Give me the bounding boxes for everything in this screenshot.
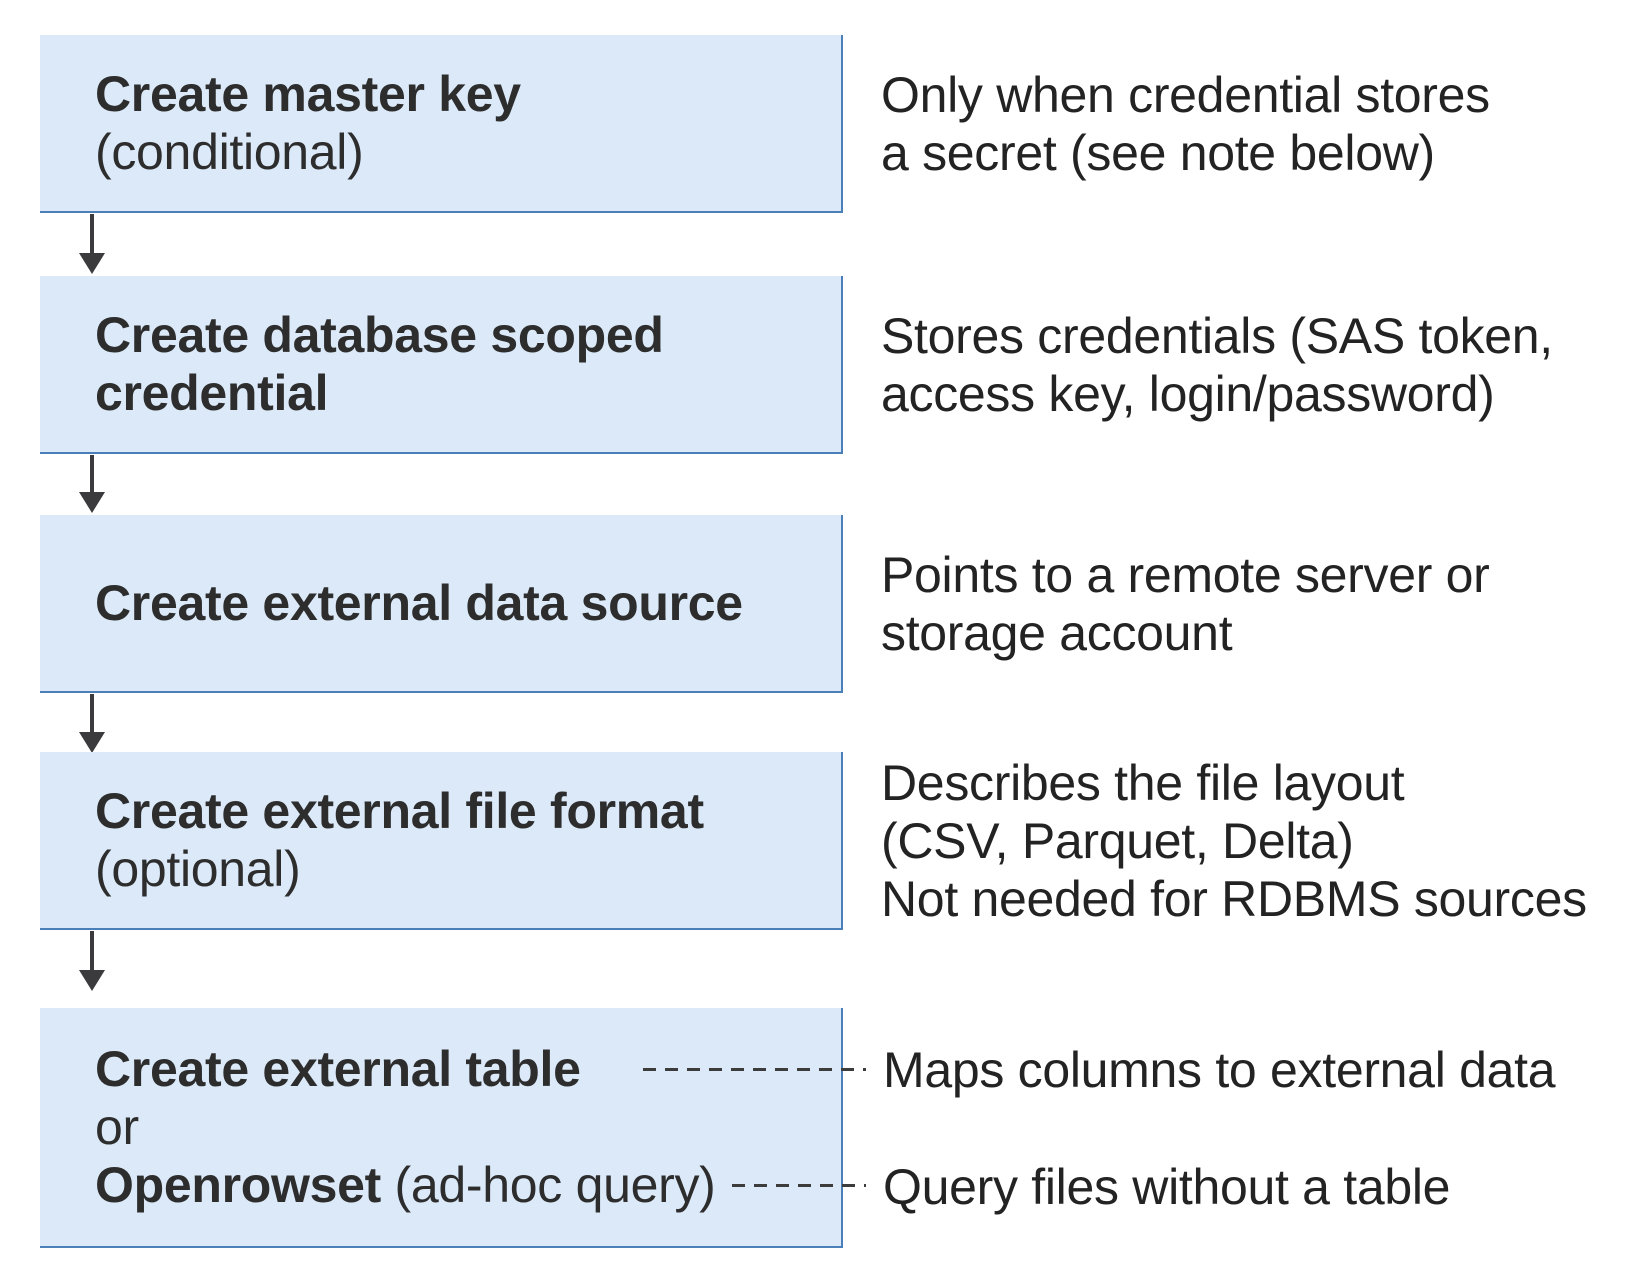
note-master-key: Only when credential stores a secret (se… xyxy=(881,35,1631,213)
note-scoped-credential: Stores credentials (SAS token, access ke… xyxy=(881,276,1631,454)
note-line: Describes the file layout xyxy=(881,755,1405,811)
box-title: Create external table xyxy=(95,1041,581,1097)
box-title: Create master key xyxy=(95,66,521,122)
note-line: Stores credentials (SAS token, xyxy=(881,308,1553,364)
flow-arrow-line xyxy=(90,694,94,733)
flow-box-create-database-scoped-credential: Create database scoped credential xyxy=(40,276,843,454)
box-title: Create database scoped xyxy=(95,307,664,363)
note-line: Only when credential stores xyxy=(881,67,1490,123)
note-data-source: Points to a remote server or storage acc… xyxy=(881,515,1631,693)
note-line: access key, login/password) xyxy=(881,366,1495,422)
note-line: Not needed for RDBMS sources xyxy=(881,871,1587,927)
box-title-line2: credential xyxy=(95,365,329,421)
flow-box-create-master-key: Create master key (conditional) xyxy=(40,35,843,213)
flow-arrow-line xyxy=(90,214,94,254)
flow-box-create-external-file-format: Create external file format (optional) xyxy=(40,752,843,930)
dashed-connector-openrowset xyxy=(732,1184,866,1187)
arrow-down-icon xyxy=(79,253,105,274)
box-subtitle: (conditional) xyxy=(95,124,364,180)
flow-arrow-line xyxy=(90,455,94,493)
note-line: Points to a remote server or xyxy=(881,547,1490,603)
arrow-down-icon xyxy=(79,732,105,753)
note-line: (CSV, Parquet, Delta) xyxy=(881,813,1354,869)
box-alt-title-line: Openrowset (ad-hoc query) xyxy=(95,1156,841,1214)
note-line: storage account xyxy=(881,605,1233,661)
note-query-files: Query files without a table xyxy=(883,1159,1451,1215)
note-line: a secret (see note below) xyxy=(881,125,1435,181)
note-maps-columns: Maps columns to external data xyxy=(883,1042,1556,1098)
box-alt-title: Openrowset xyxy=(95,1157,381,1213)
arrow-down-icon xyxy=(79,970,105,991)
box-subtitle: (optional) xyxy=(95,841,301,897)
arrow-down-icon xyxy=(79,492,105,513)
flow-box-create-external-table-or-openrowset: Create external table or Openrowset (ad-… xyxy=(40,1008,843,1248)
flow-arrow-line xyxy=(90,931,94,971)
box-alt-suffix: (ad-hoc query) xyxy=(380,1157,716,1213)
flow-box-create-external-data-source: Create external data source xyxy=(40,515,843,693)
dashed-connector-external-table xyxy=(643,1068,866,1071)
box-or-label: or xyxy=(95,1099,139,1155)
box-title: Create external file format xyxy=(95,783,704,839)
note-file-format: Describes the file layout (CSV, Parquet,… xyxy=(881,752,1631,930)
box-title: Create external data source xyxy=(95,575,743,631)
